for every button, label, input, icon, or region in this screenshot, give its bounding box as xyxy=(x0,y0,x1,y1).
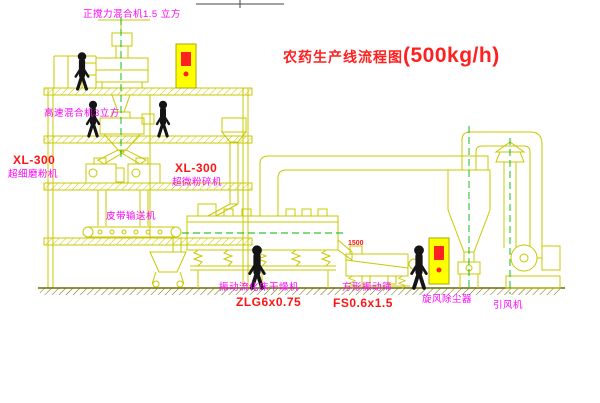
control-cabinet-upper xyxy=(175,43,197,89)
label-top-mixer: 正搅力混合机1.5 立方 xyxy=(83,9,181,20)
label-mill-left-name: 超细磨粉机 xyxy=(8,169,59,180)
label-dryer-model: ZLG6x0.75 xyxy=(236,295,302,309)
ground-line xyxy=(38,287,565,295)
building-frame xyxy=(43,55,253,288)
label-mill-mid-name: 超微粉碎机 xyxy=(172,177,223,188)
title-capacity: (500kg/h) xyxy=(403,44,500,67)
label-screen-model: FS0.6x1.5 xyxy=(333,296,393,310)
label-mill-mid-model: XL-300 xyxy=(175,161,218,175)
horizontal-mixer xyxy=(81,57,149,113)
mill-mid xyxy=(127,157,161,226)
title-text: 农药生产线流程图 xyxy=(283,49,403,65)
belt-conveyor xyxy=(82,226,182,252)
feed-hopper xyxy=(98,19,150,59)
person-figure xyxy=(157,101,169,136)
label-screen-dim: 1500 xyxy=(348,240,364,247)
exhaust-duct xyxy=(259,155,489,216)
label-cyclone: 旋风除尘器 xyxy=(422,294,473,305)
control-cabinet-lower xyxy=(428,237,450,285)
label-screen-name: 方形振动筛 xyxy=(342,282,393,293)
sheet-border-fragment xyxy=(196,0,284,8)
label-dryer-name: 振动流化床干燥机 xyxy=(219,282,300,293)
label-belt-conveyor: 皮带输送机 xyxy=(106,211,157,222)
fluid-bed-dryer xyxy=(186,203,353,288)
label-mill-left-model: XL-300 xyxy=(13,153,56,167)
fan-inlet-pipe xyxy=(461,131,543,246)
label-high-speed-mixer: 高速混合机3立方 xyxy=(44,108,120,119)
hopper-cart xyxy=(149,251,187,288)
mill-left xyxy=(85,157,125,226)
label-fan: 引风机 xyxy=(493,300,524,311)
centerlines xyxy=(120,18,511,294)
induced-draft-fan xyxy=(505,244,561,289)
person-figure xyxy=(412,245,427,288)
diagram-title: 农药生产线流程图(500kg/h) xyxy=(283,44,500,68)
